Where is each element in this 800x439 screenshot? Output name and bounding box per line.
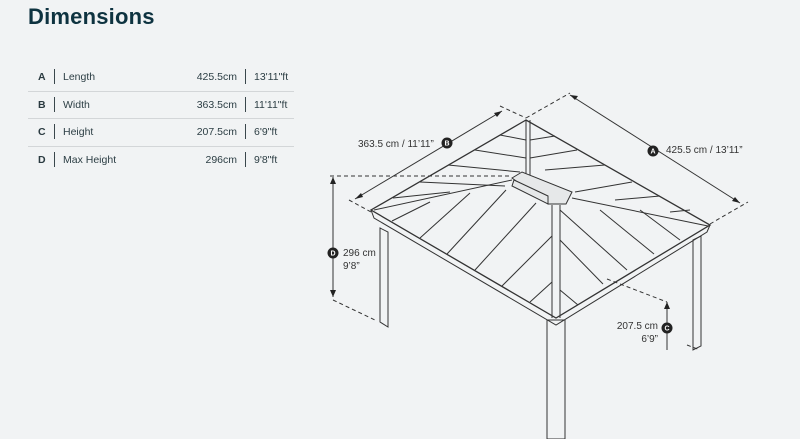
row-ft: 6'9"ft (254, 126, 278, 139)
table-row: A Length 425.5cm 13'11"ft (28, 64, 294, 92)
divider (54, 96, 55, 112)
dim-d-ft: 9’8” (343, 261, 360, 272)
row-letter: C (38, 126, 46, 139)
row-letter: B (38, 98, 46, 111)
badge-a (647, 145, 659, 157)
divider (54, 152, 55, 168)
divider (245, 69, 246, 84)
row-letter: A (38, 71, 46, 83)
dimension-b: 363.5 cm / 11’11” B (358, 137, 453, 150)
row-ft: 11'11"ft (254, 98, 288, 111)
dimension-a: A 425.5 cm / 13’11” (647, 145, 743, 157)
badge-c (661, 322, 673, 334)
svg-text:A: A (650, 149, 655, 156)
dim-b-text: 363.5 cm / 11’11” (358, 139, 434, 150)
roof-vent (511, 171, 573, 205)
page-title: Dimensions (28, 4, 155, 29)
row-label: Length (63, 71, 96, 83)
gazebo-roof (369, 119, 712, 326)
gazebo-posts (379, 227, 702, 439)
dim-a-text: 425.5 cm / 13’11” (666, 145, 743, 156)
divider (54, 124, 55, 140)
row-cm: 207.5cm (196, 126, 237, 139)
svg-text:B: B (444, 141, 449, 148)
row-label: Max Height (63, 154, 117, 167)
dim-d-cm: 296 cm (343, 248, 376, 259)
svg-text:C: C (664, 326, 669, 333)
svg-text:D: D (330, 251, 335, 258)
row-cm: 363.5cm (196, 98, 237, 111)
badge-b (441, 137, 453, 149)
dimension-c: 207.5 cm 6’9” C (617, 321, 673, 345)
row-cm: 425.5cm (196, 71, 237, 83)
table-row: D Max Height 296cm 9'8"ft (28, 147, 294, 174)
dimension-d: D 296 cm 9’8” (327, 247, 376, 272)
dim-c-cm: 207.5 cm (617, 321, 658, 332)
divider (54, 69, 55, 84)
row-letter: D (38, 154, 46, 167)
row-label: Width (63, 98, 90, 111)
divider (245, 96, 246, 112)
dim-c-ft: 6’9” (641, 334, 658, 345)
divider (245, 124, 246, 140)
badge-d (327, 247, 339, 259)
row-label: Height (63, 126, 94, 139)
dimensions-table: A Length 425.5cm 13'11"ft B Width 363.5c… (28, 64, 294, 174)
row-cm: 296cm (205, 154, 237, 167)
table-row: C Height 207.5cm 6'9"ft (28, 119, 294, 148)
row-ft: 9'8"ft (254, 154, 278, 167)
table-row: B Width 363.5cm 11'11"ft (28, 92, 294, 120)
row-ft: 13'11"ft (254, 71, 289, 83)
arrowheads (330, 95, 740, 309)
divider (245, 152, 246, 168)
